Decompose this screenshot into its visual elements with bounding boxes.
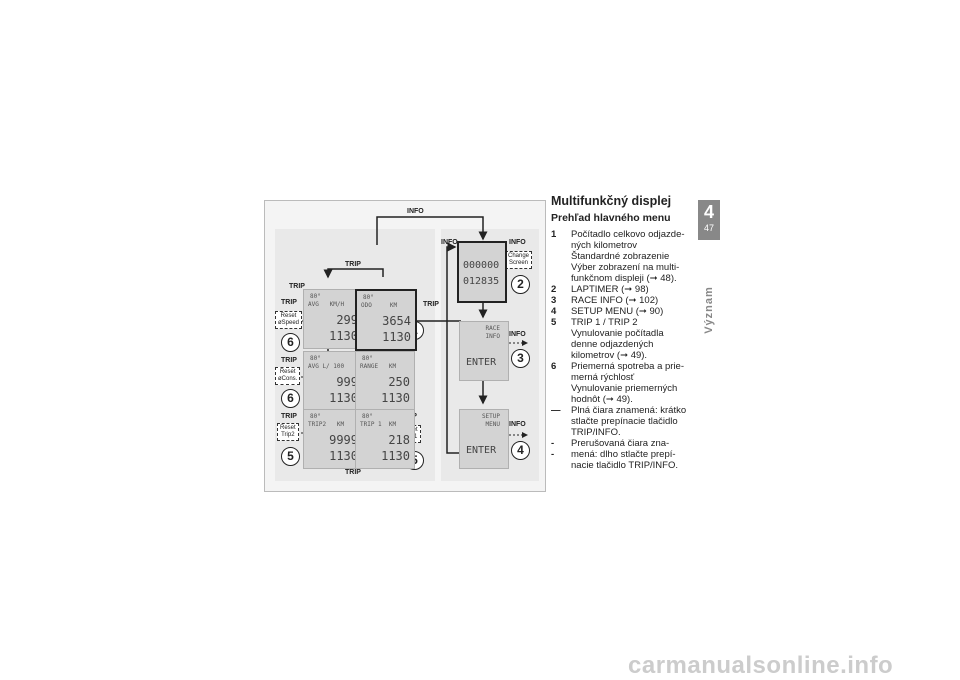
trip-label: TRIP [345, 261, 361, 268]
trip-label: TRIP [281, 413, 297, 420]
legend-text: funkčnom displeji (➞ 48). [571, 273, 677, 284]
legend-text: kilometrov (➞ 49). [571, 350, 648, 361]
lcd-trip1: 80° TRIP 1 KM 218 1130 [355, 409, 415, 469]
legend-text: hodnôt (➞ 49). [571, 394, 633, 405]
legend-text: LAPTIMER (➞ 98) [571, 284, 649, 295]
lcd-setup-menu: SETUP MENU ENTER [459, 409, 509, 469]
legend-text: mená: dlho stlačte prepí- [571, 449, 676, 460]
info-top-label: INFO [407, 208, 424, 215]
legend-text: merná rýchlosť [571, 372, 635, 383]
legend-text: denne odjazdených [571, 339, 654, 350]
lcd-range: 80° RANGE KM 250 1130 [355, 351, 415, 411]
info-label: INFO [509, 239, 526, 246]
trip-label: TRIP [281, 357, 297, 364]
legend-text: nacie tlačidlo TRIP/INFO. [571, 460, 679, 471]
legend-text: Počítadlo celkovo odjazde- [571, 229, 685, 240]
lcd-trip2: 80° TRIP2 KM 9999 1130 [303, 409, 363, 469]
info-label: INFO [441, 239, 458, 246]
legend-key: 5 [551, 317, 557, 328]
menu-diagram: INFO TRIP TRIP TRIP TRIP TRIP TRIP TRIP … [264, 200, 546, 492]
watermark: carmanualsonline.info [628, 652, 894, 679]
badge-3: 3 [511, 349, 530, 368]
badge-5: 5 [281, 447, 300, 466]
badge-2: 2 [511, 275, 530, 294]
trip-label: TRIP [345, 469, 361, 476]
legend-text: stlačte prepínacie tlačidlo [571, 416, 678, 427]
legend-text: Štandardné zobrazenie [571, 251, 670, 262]
chapter-tab: 4 47 [698, 200, 720, 240]
legend-text: TRIP 1 / TRIP 2 [571, 317, 638, 328]
legend-text: Vynulovanie priemerných [571, 383, 678, 394]
legend-text: Priemerná spotreba a prie- [571, 361, 684, 372]
page-number: 47 [703, 223, 714, 233]
legend-key: 4 [551, 306, 557, 317]
legend-key: 3 [551, 295, 557, 306]
chapter-number: 4 [703, 202, 714, 222]
legend-text: Výber zobrazení na multi- [571, 262, 680, 273]
legend-key: 1 [551, 229, 557, 240]
lcd-race-info: RACE INFO ENTER [459, 321, 509, 381]
legend-text: RACE INFO (➞ 102) [571, 295, 659, 306]
section-title: Multifunkčný displej [551, 194, 672, 208]
legend-text: SETUP MENU (➞ 90) [571, 306, 664, 317]
lcd-odo: 80° ODO KM 3654 1130 [355, 289, 417, 351]
legend-key: 6 [551, 361, 557, 372]
legend-key: 2 [551, 284, 557, 295]
trip-label: TRIP [281, 299, 297, 306]
legend-text: Vynulovanie počítadla [571, 328, 664, 339]
legend-key: - - [551, 438, 555, 460]
lcd-main: 000000 012835 [457, 241, 507, 303]
legend-text: ných kilometrov [571, 240, 637, 251]
trip-label: TRIP [289, 283, 305, 290]
legend-key: — [551, 405, 561, 416]
info-label: INFO [509, 421, 526, 428]
lcd-avg-cons: 80° AVG L/ 100 999 1130 [303, 351, 363, 411]
section-subtitle: Prehľad hlavného menu [551, 212, 671, 224]
legend-text: Prerušovaná čiara zna- [571, 438, 670, 449]
badge-4: 4 [511, 441, 530, 460]
side-label: Význam [703, 286, 715, 334]
badge-6: 6 [281, 333, 300, 352]
info-label: INFO [509, 331, 526, 338]
legend-text: Plná čiara znamená: krátko [571, 405, 687, 416]
badge-6: 6 [281, 389, 300, 408]
legend-text: TRIP/INFO. [571, 427, 621, 438]
lcd-avg-speed: 80° AVG KM/H 299 1130 [303, 289, 363, 349]
trip-label: TRIP [423, 301, 439, 308]
